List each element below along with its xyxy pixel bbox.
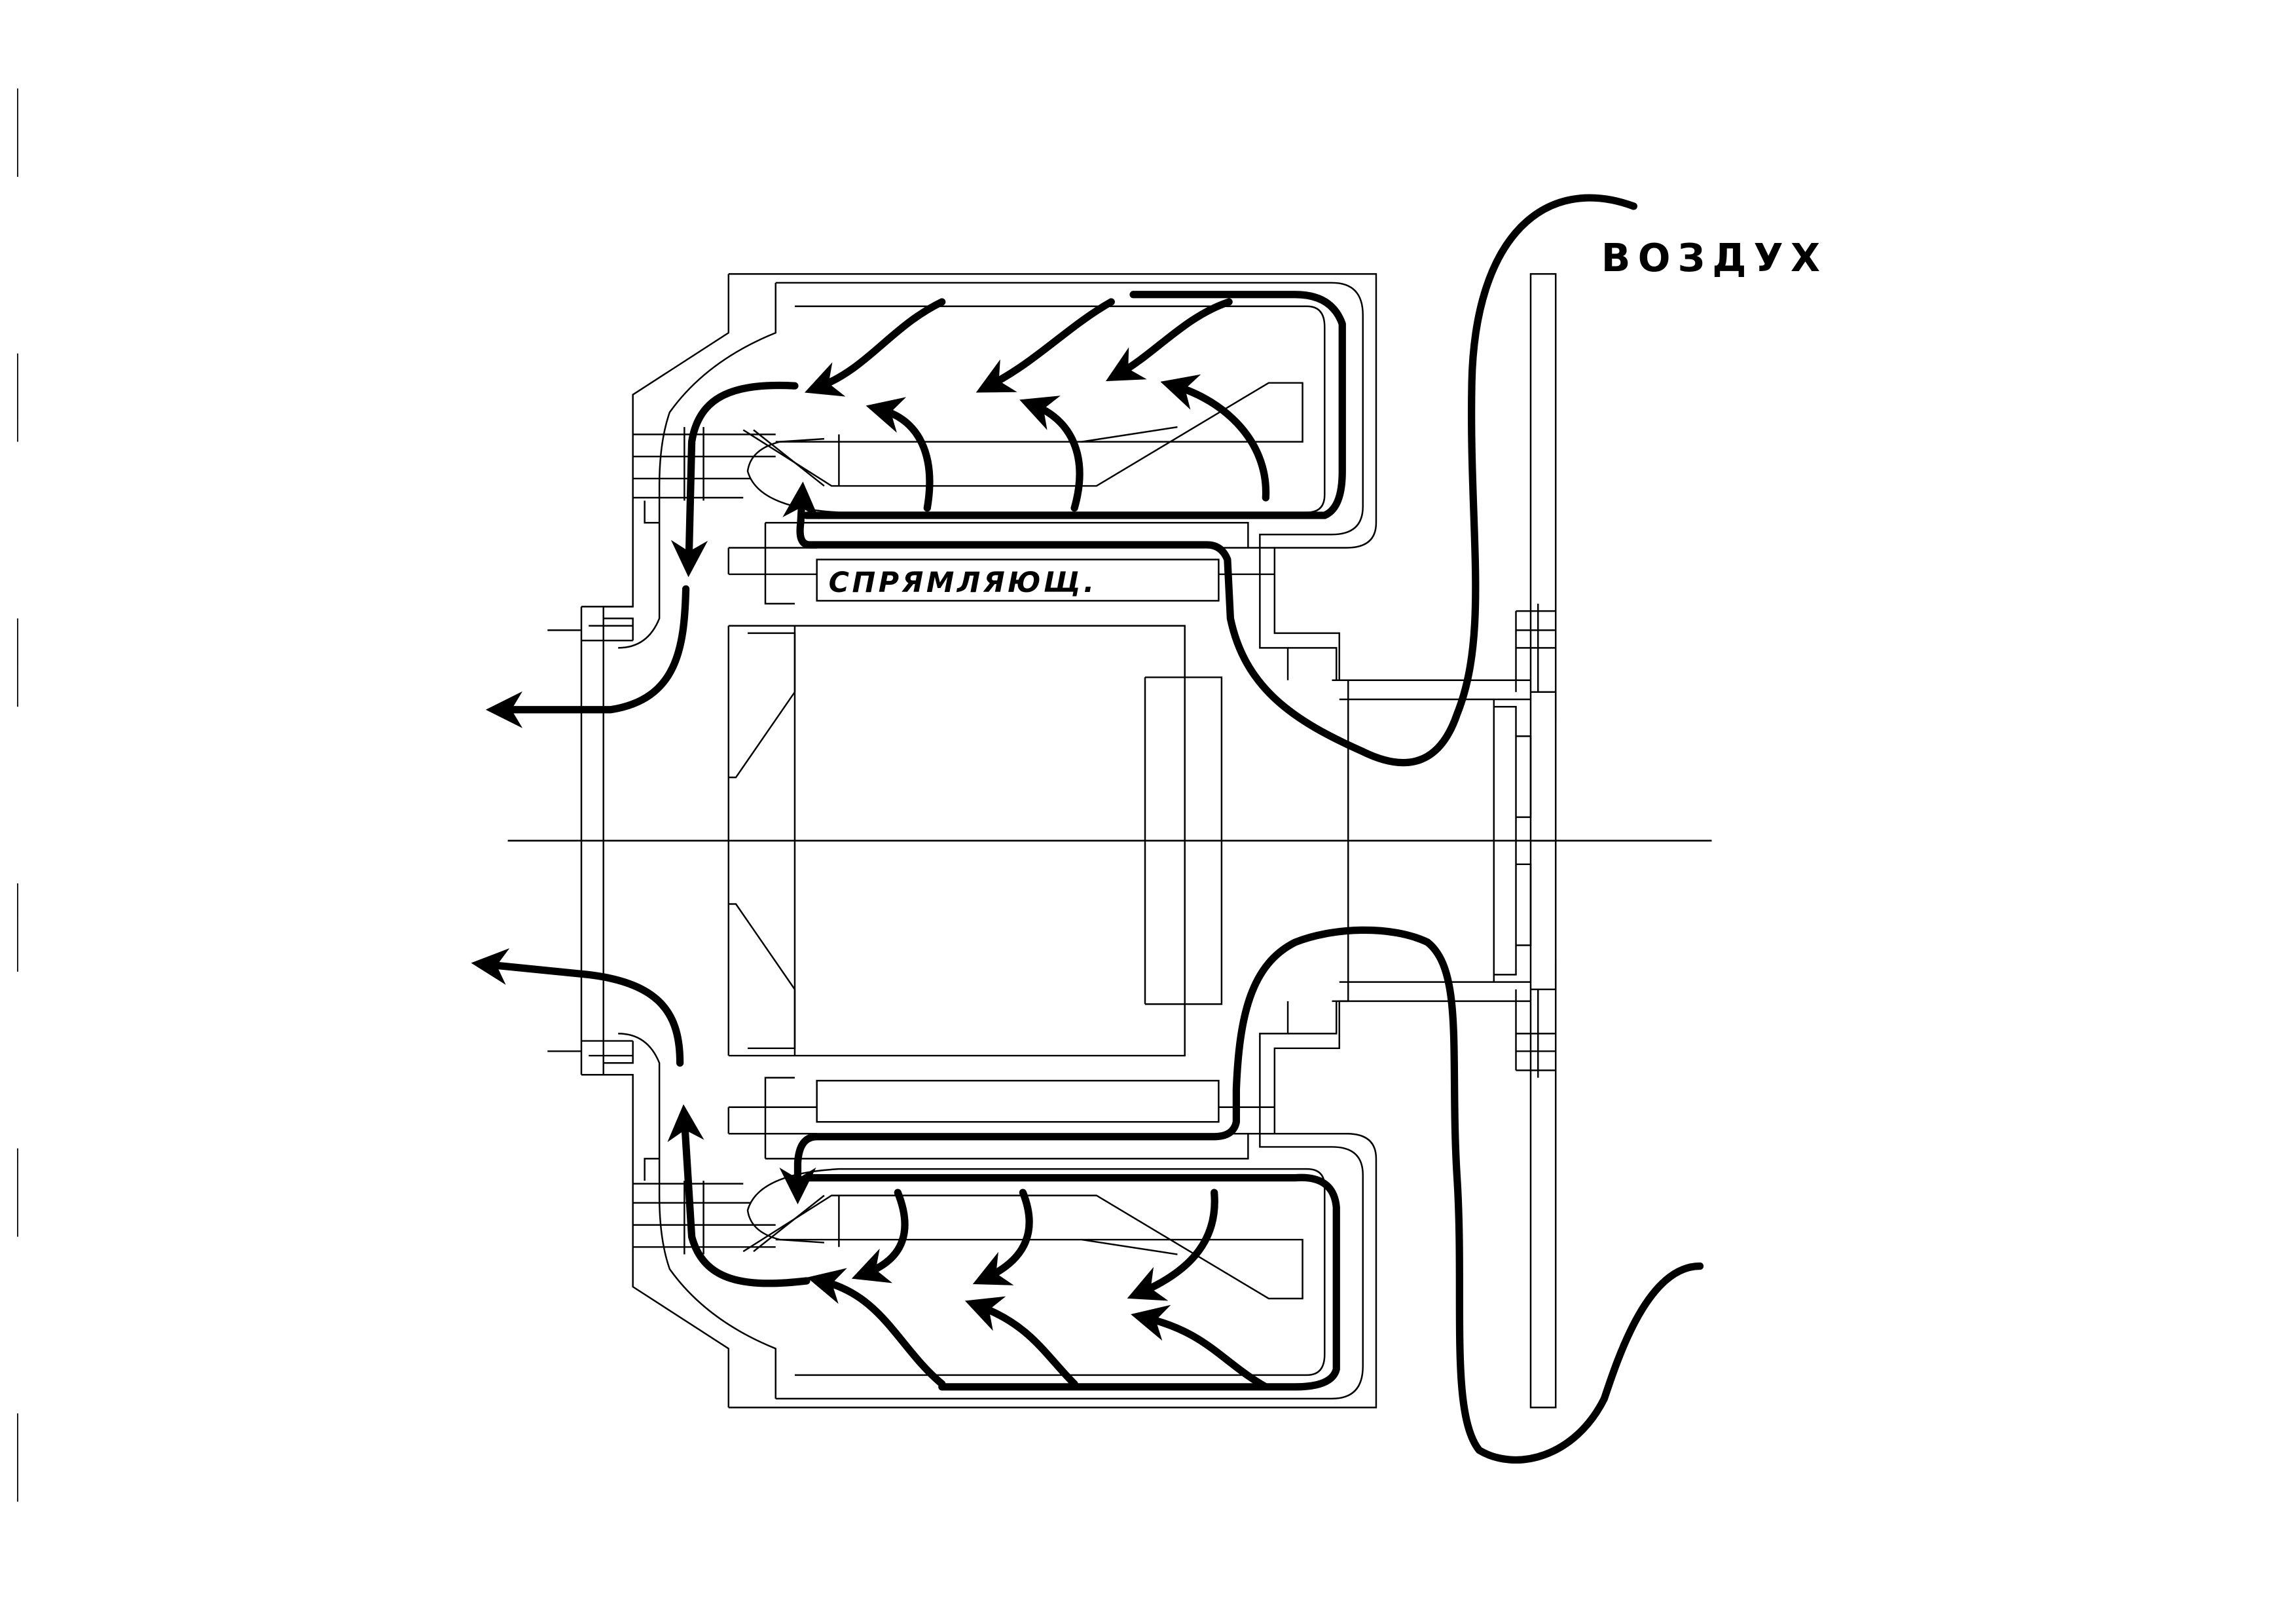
air-intake-arrow-bottom [779, 926, 1704, 1464]
housing-inner [775, 282, 1364, 680]
fan-disc [1529, 273, 1557, 842]
rotor-outline [727, 625, 1223, 841]
air-exhaust-arrow-top [485, 585, 690, 728]
straightener-label: СПРЯМЛЯЮЩ. [829, 566, 1097, 599]
winding-outline [746, 305, 1326, 513]
stator-bore [764, 522, 1249, 605]
bearing-housing-right [1288, 647, 1531, 701]
fan-hub [1493, 699, 1532, 841]
air-intake-arrow-top [782, 194, 1637, 767]
straightener-box [816, 559, 1220, 602]
housing-outline [728, 273, 1377, 841]
end-shield-left [602, 274, 730, 841]
airflow-bottom [471, 926, 1704, 1464]
airflow-top [485, 194, 1637, 767]
air-label: ВОЗДУХ [1601, 236, 1827, 280]
motor-half-section [547, 273, 1557, 842]
air-exhaust-arrow-bottom [471, 948, 684, 1067]
